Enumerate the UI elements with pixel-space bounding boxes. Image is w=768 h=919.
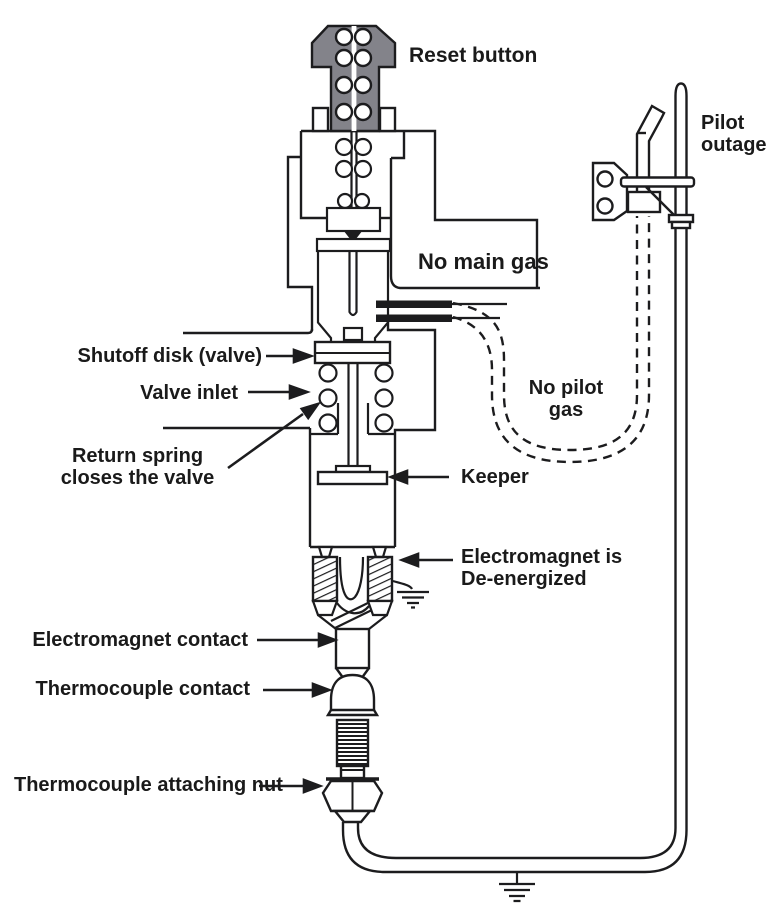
mounting-bracket (591, 161, 629, 222)
reset-button-assembly (310, 24, 397, 133)
valve-body-outline (163, 129, 540, 547)
arrow-return-spring (227, 401, 322, 470)
pilot-gas-tube (452, 216, 651, 464)
thermocouple-stack (321, 627, 384, 824)
arrow-electromagnet-contact (257, 632, 339, 648)
thermocouple-contact-shape (329, 673, 376, 712)
keeper-shape (316, 470, 389, 486)
valve-seat (342, 326, 364, 342)
main-gas-outlet (376, 300, 507, 322)
ground-symbol-bottom (499, 872, 535, 903)
bonnet-spring-coils (334, 137, 373, 210)
label-reset-button: Reset button (409, 44, 538, 67)
label-no-main-gas: No main gas (418, 249, 549, 274)
pilot-burner-tube (635, 104, 666, 193)
electromagnet-assembly (310, 545, 429, 630)
label-shutoff-disk: Shutoff disk (valve) (77, 345, 262, 367)
ground-symbol-electromagnet (392, 579, 429, 609)
label-thermocouple-nut: Thermocouple attaching nut (14, 774, 283, 796)
reset-spring-coils-upper (334, 27, 373, 122)
return-spring-coils (318, 363, 394, 433)
bonnet-internals (315, 131, 392, 342)
arrow-keeper (387, 469, 449, 485)
label-electromagnet: Electromagnet is De-energized (461, 546, 623, 590)
thermocouple-lead-tube (341, 82, 688, 874)
stem-tip (343, 230, 363, 243)
spring-block (325, 206, 382, 233)
arrow-valve-inlet (248, 384, 311, 400)
magnet-core-curves (330, 556, 375, 629)
electromagnet-coil-right (366, 555, 394, 603)
thermocouple-threads (335, 718, 370, 768)
label-thermocouple-contact: Thermocouple contact (35, 678, 250, 700)
thermocouple-rod-collar (667, 213, 695, 230)
diaphragm-plate (315, 237, 392, 253)
label-keeper: Keeper (461, 466, 529, 488)
label-pilot-outage: Pilot outage (701, 112, 767, 156)
label-return-spring: Return spring closes the valve (60, 445, 215, 489)
callout-arrows (227, 348, 453, 794)
arrow-electromagnet (398, 552, 453, 568)
arrow-thermocouple-contact (263, 682, 333, 698)
label-no-pilot-gas: No pilot gas (528, 377, 604, 421)
electromagnet-coil-left (311, 555, 339, 603)
arrow-thermocouple-nut (259, 778, 324, 794)
label-electromagnet-contact: Electromagnet contact (32, 629, 248, 651)
electromagnet-contact-shape (334, 627, 371, 670)
pilot-brace (645, 186, 676, 217)
label-valve-inlet: Valve inlet (140, 382, 238, 404)
bonnet-posts (311, 106, 397, 133)
pilot-burner-assembly (591, 104, 696, 230)
thermocouple-attaching-nut-shape (321, 779, 384, 813)
arrow-shutoff-disk (266, 348, 315, 364)
pilot-mounting-bar (619, 176, 696, 188)
shutoff-disk-assembly (310, 340, 395, 486)
